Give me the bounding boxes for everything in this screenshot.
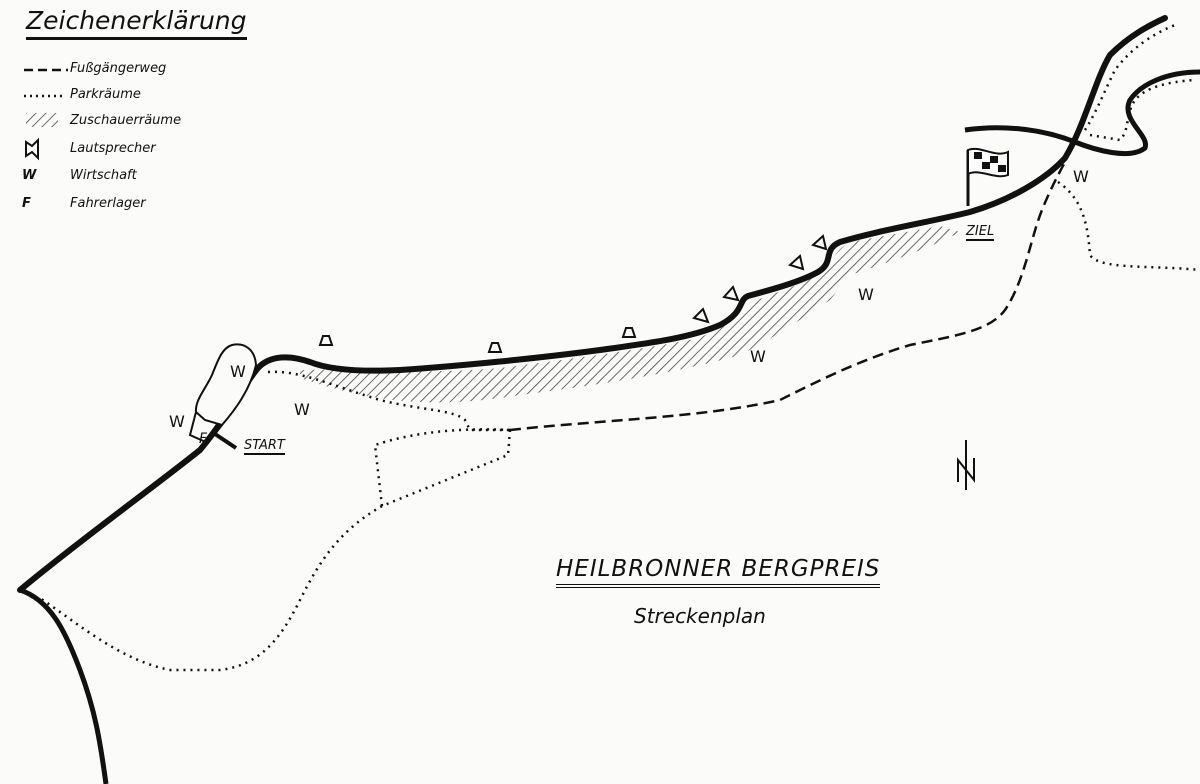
map-title: HEILBRONNER BERGPREIS xyxy=(556,556,881,588)
paddock-outline xyxy=(188,411,223,445)
footpath xyxy=(509,161,1067,432)
speaker-icons xyxy=(318,234,828,353)
speaker-icon xyxy=(788,254,805,271)
speaker-icon xyxy=(692,307,710,324)
start-label: START xyxy=(244,438,285,455)
road-branch-west xyxy=(964,69,1200,157)
road-south xyxy=(19,587,109,784)
legend-speaker: Lautsprecher xyxy=(70,141,156,156)
north-arrow-icon xyxy=(957,440,975,490)
restaurant-area-outline xyxy=(194,343,258,427)
finish-label: ZIEL xyxy=(966,224,995,241)
speaker-icon xyxy=(318,335,334,346)
legend-f-symbol: F xyxy=(22,196,31,211)
legend-restaurant: Wirtschaft xyxy=(70,168,137,183)
legend-parking: Parkräume xyxy=(70,87,141,102)
legend-hatch-symbol xyxy=(26,113,58,127)
spectator-area xyxy=(300,226,960,403)
legend-speaker-icon xyxy=(25,137,39,161)
legend-spectators: Zuschauerräume xyxy=(70,113,182,128)
legend-footpath: Fußgängerweg xyxy=(70,61,167,76)
finish-flag-icon xyxy=(966,147,1009,206)
parking-areas xyxy=(39,23,1200,672)
restaurant-marker: W xyxy=(169,412,185,431)
speaker-icon xyxy=(621,327,637,338)
race-road xyxy=(17,15,1168,593)
legend-w-symbol: W xyxy=(22,168,37,183)
legend-title: Zeichenerklärung xyxy=(26,6,247,40)
restaurant-marker: W xyxy=(1073,167,1089,186)
legend-paddock: Fahrerlager xyxy=(70,196,146,211)
restaurant-marker: W xyxy=(294,400,310,419)
map-subtitle: Streckenplan xyxy=(634,604,766,628)
paddock-marker: F xyxy=(199,431,208,447)
start-road-stub xyxy=(210,430,238,450)
restaurant-marker: W xyxy=(858,285,874,304)
speaker-icon xyxy=(811,234,828,251)
speaker-icon xyxy=(722,285,740,302)
speaker-icon xyxy=(487,342,503,353)
restaurant-marker: W xyxy=(230,362,246,381)
restaurant-marker: W xyxy=(750,347,766,366)
